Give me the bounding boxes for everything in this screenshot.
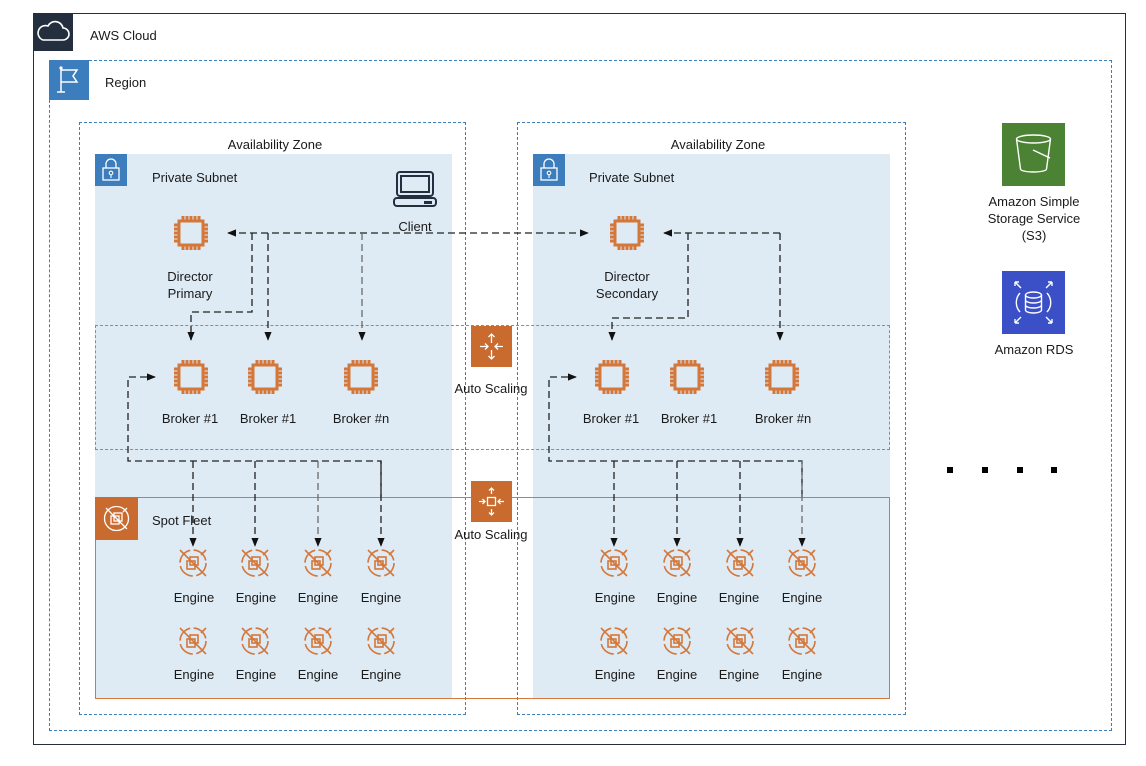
more-dot	[947, 467, 953, 473]
client-label: Client	[398, 219, 432, 234]
auto-scaling-label-1: Auto Scaling	[454, 381, 528, 396]
auto-scaling-label-2: Auto Scaling	[454, 527, 528, 542]
engine-label: Engine	[173, 667, 215, 682]
director-secondary-label-2: Secondary	[595, 286, 659, 301]
broker-label: Broker #1	[660, 411, 718, 426]
engine-label: Engine	[781, 667, 823, 682]
engine-label: Engine	[594, 590, 636, 605]
engine-label: Engine	[360, 590, 402, 605]
availability-zone-2	[517, 122, 906, 715]
spot-fleet-label: Spot Fleet	[152, 513, 212, 528]
broker-label: Broker #n	[754, 411, 812, 426]
az-1-label: Availability Zone	[227, 137, 323, 152]
rds-label: Amazon RDS	[994, 342, 1074, 357]
director-secondary-label-1: Director	[604, 269, 650, 284]
spot-fleet-icon	[95, 497, 138, 540]
engine-label: Engine	[718, 590, 760, 605]
engine-label: Engine	[718, 667, 760, 682]
engine-label: Engine	[173, 590, 215, 605]
az-2-label: Availability Zone	[670, 137, 766, 152]
auto-scaling-group-frame	[95, 325, 890, 450]
engine-label: Engine	[235, 590, 277, 605]
engine-label: Engine	[297, 590, 339, 605]
auto-scaling-group-icon	[471, 326, 512, 367]
engine-label: Engine	[781, 590, 823, 605]
s3-bucket-icon	[1002, 123, 1065, 186]
broker-label: Broker #1	[239, 411, 297, 426]
subnet-1-label: Private Subnet	[152, 170, 238, 185]
engine-label: Engine	[235, 667, 277, 682]
cloud-icon	[33, 13, 73, 51]
engine-label: Engine	[656, 667, 698, 682]
director-primary-label-1: Director	[167, 269, 213, 284]
more-dot	[982, 467, 988, 473]
lock-icon	[533, 154, 565, 186]
subnet-2-label: Private Subnet	[589, 170, 675, 185]
s3-label-2: Storage Service	[987, 211, 1081, 226]
client-laptop-icon	[393, 170, 437, 210]
engine-label: Engine	[656, 590, 698, 605]
engine-label: Engine	[594, 667, 636, 682]
lock-icon	[95, 154, 127, 186]
engine-label: Engine	[297, 667, 339, 682]
auto-scaling-instance-icon	[471, 481, 512, 522]
broker-label: Broker #1	[161, 411, 219, 426]
aws-cloud-label: AWS Cloud	[90, 28, 157, 43]
region-frame	[49, 60, 1112, 731]
broker-label: Broker #1	[582, 411, 640, 426]
s3-label-1: Amazon Simple	[988, 194, 1080, 209]
more-dot	[1017, 467, 1023, 473]
rds-database-icon	[1002, 271, 1065, 334]
flag-icon	[49, 60, 89, 100]
availability-zone-1	[79, 122, 466, 715]
more-dot	[1051, 467, 1057, 473]
engine-label: Engine	[360, 667, 402, 682]
region-label: Region	[105, 75, 147, 90]
aws-cloud-frame	[33, 13, 1126, 745]
broker-label: Broker #n	[332, 411, 390, 426]
director-primary-label-2: Primary	[167, 286, 213, 301]
s3-label-3: (S3)	[1021, 228, 1047, 243]
